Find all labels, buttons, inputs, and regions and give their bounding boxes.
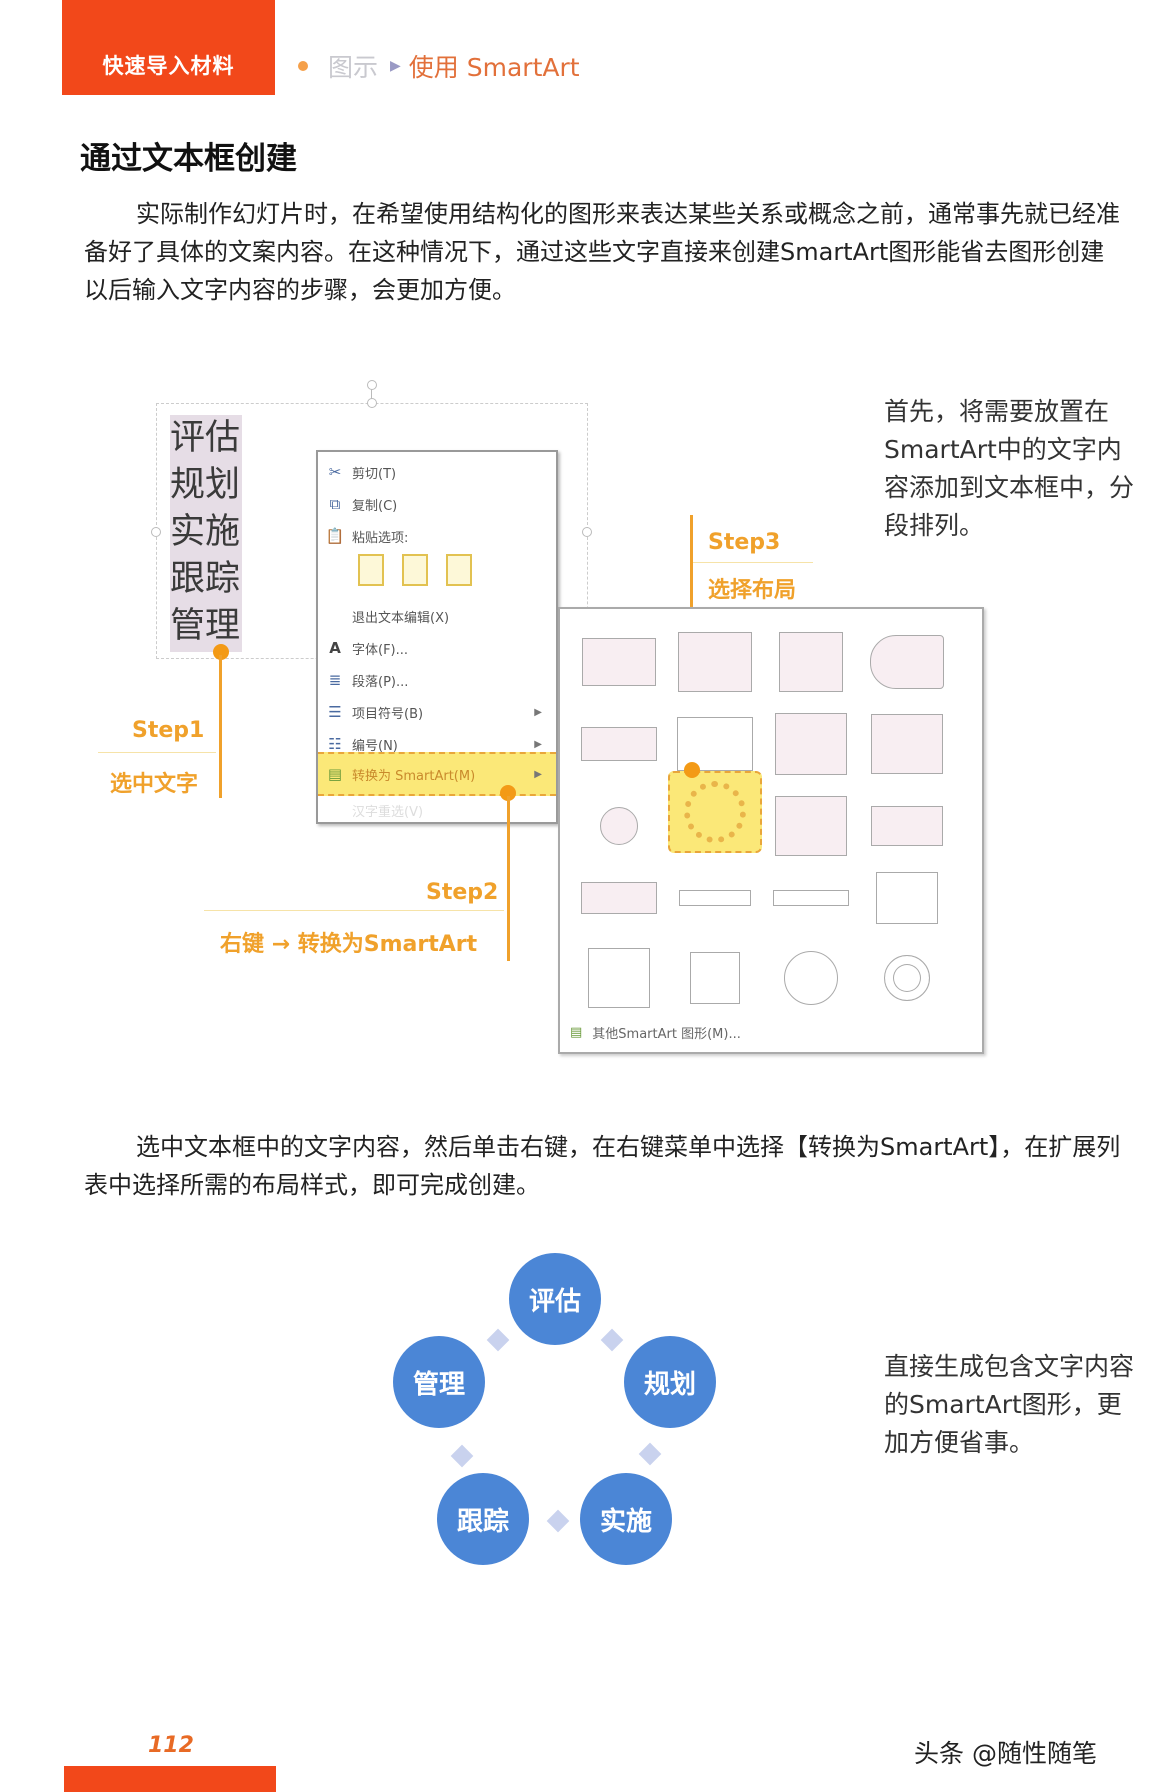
scissors-icon: ✂ — [328, 463, 342, 481]
layout-option[interactable] — [862, 859, 952, 937]
menu-item-hanzi-reselect[interactable]: 汉字重选(V) — [352, 804, 424, 820]
breadcrumb-parent: 图示 — [328, 53, 379, 82]
step2-title: Step2 — [426, 880, 499, 905]
more-smartart-link[interactable]: ▤ 其他SmartArt 图形(M)... — [570, 1025, 741, 1042]
step1-marker — [213, 644, 229, 660]
menu-item-numbering[interactable]: ☷ 编号(N) ▶ — [318, 728, 556, 760]
layout-option[interactable] — [766, 787, 856, 865]
step3-title: Step3 — [708, 530, 781, 555]
step3-desc: 选择布局 — [708, 578, 797, 603]
step3-marker — [684, 762, 700, 778]
middle-paragraph: 选中文本框中的文字内容，然后单击右键，在右键菜单中选择【转换为SmartArt】… — [84, 1133, 1121, 1199]
step1-line — [219, 655, 222, 798]
section-label: 快速导入材料 — [102, 54, 235, 78]
watermark: 头条 @随性随笔 — [914, 1739, 1097, 1768]
step2-divider — [204, 910, 504, 911]
paragraph-icon: ≣ — [328, 671, 342, 689]
cycle-node: 跟踪 — [437, 1473, 529, 1565]
cycle-node: 评估 — [509, 1253, 601, 1345]
text-line: 规划 — [170, 465, 241, 505]
step2-desc: 右键 → 转换为SmartArt — [220, 932, 478, 957]
layout-option[interactable] — [862, 939, 952, 1017]
triangle-right-icon: ▶ — [390, 58, 401, 74]
submenu-arrow-icon: ▶ — [534, 738, 542, 750]
rotate-stem — [371, 389, 372, 399]
layout-option-basic-cycle-selected[interactable] — [668, 771, 762, 853]
breadcrumb-current: 使用 SmartArt — [408, 53, 580, 82]
context-menu: ✂ 剪切(T) ⧉ 复制(C) 📋 粘贴选项: 退出文本编辑(X) A 字体(F… — [316, 450, 558, 824]
cycle-arrow-icon — [450, 1444, 474, 1468]
paste-keep-text-icon[interactable] — [358, 554, 384, 586]
rotate-handle[interactable] — [367, 380, 377, 390]
step1-title: Step1 — [132, 718, 205, 743]
page-number: 112 — [148, 1733, 194, 1758]
cycle-arrow-icon — [600, 1328, 624, 1352]
cycle-arrow-icon — [486, 1328, 510, 1352]
resize-handle[interactable] — [151, 527, 161, 537]
copy-icon: ⧉ — [329, 495, 341, 513]
menu-item-paste-options: 📋 粘贴选项: — [318, 520, 556, 552]
layout-option[interactable] — [766, 939, 856, 1017]
menu-item-convert-smartart[interactable]: ▤ 转换为 SmartArt(M) ▶ — [318, 752, 556, 796]
numbering-icon: ☷ — [328, 735, 342, 753]
resize-handle[interactable] — [582, 527, 592, 537]
menu-item-bullets[interactable]: ☰ 项目符号(B) ▶ — [318, 696, 556, 728]
paste-keep-format-icon[interactable] — [402, 554, 428, 586]
step2-marker — [500, 785, 516, 801]
note-top: 首先，将需要放置在SmartArt中的文字内容添加到文本框中，分段排列。 — [884, 397, 1135, 540]
intro-paragraph: 实际制作幻灯片时，在希望使用结构化的图形来表达某些关系或概念之前，通常事先就已经… — [84, 200, 1120, 304]
layout-option[interactable] — [766, 705, 856, 783]
footer-bar — [64, 1766, 276, 1792]
step1-desc: 选中文字 — [110, 772, 199, 797]
resize-handle[interactable] — [367, 398, 377, 408]
submenu-arrow-icon: ▶ — [534, 706, 542, 718]
menu-item-font[interactable]: A 字体(F)... — [318, 632, 556, 664]
cycle-arrow-icon — [546, 1509, 570, 1533]
selected-text[interactable]: 评估 规划 实施 跟踪 管理 — [170, 415, 242, 652]
submenu-arrow-icon: ▶ — [534, 768, 542, 780]
step3-divider — [693, 562, 813, 563]
layout-option[interactable] — [574, 787, 664, 865]
layout-option[interactable] — [670, 939, 760, 1017]
cycle-node: 规划 — [624, 1336, 716, 1428]
layout-option[interactable] — [862, 787, 952, 865]
text-line: 跟踪 — [170, 559, 241, 599]
step2-line — [507, 796, 510, 961]
smartart-icon: ▤ — [327, 765, 343, 783]
layout-option[interactable] — [574, 939, 664, 1017]
paste-icon: 📋 — [325, 527, 345, 545]
cycle-node: 实施 — [580, 1473, 672, 1565]
bullets-icon: ☰ — [328, 703, 342, 721]
step1-divider — [98, 752, 216, 753]
paste-picture-icon[interactable] — [446, 554, 472, 586]
bullet-dot-icon — [298, 61, 308, 71]
layout-option[interactable] — [862, 705, 952, 783]
cycle-node: 管理 — [393, 1336, 485, 1428]
layout-option[interactable] — [670, 859, 760, 937]
menu-item-copy[interactable]: ⧉ 复制(C) — [318, 488, 556, 520]
section-title: 通过文本框创建 — [80, 141, 297, 177]
text-line: 实施 — [170, 512, 241, 552]
text-line: 管理 — [170, 606, 241, 646]
layout-option[interactable] — [862, 623, 952, 701]
breadcrumb: 图示 ▶ 使用 SmartArt — [298, 48, 580, 84]
cycle-arrow-icon — [638, 1442, 662, 1466]
layout-option[interactable] — [670, 705, 760, 783]
text-line: 评估 — [170, 418, 241, 458]
layout-option[interactable] — [574, 705, 664, 783]
paste-options-row — [358, 554, 472, 586]
smartart-layout-gallery: ▤ 其他SmartArt 图形(M)... — [558, 607, 984, 1054]
layout-option[interactable] — [766, 623, 856, 701]
layout-option[interactable] — [574, 623, 664, 701]
menu-item-paragraph[interactable]: ≣ 段落(P)... — [318, 664, 556, 696]
layout-option[interactable] — [670, 623, 760, 701]
menu-item-cut[interactable]: ✂ 剪切(T) — [318, 456, 556, 488]
layout-option[interactable] — [766, 859, 856, 937]
smartart-icon: ▤ — [570, 1025, 583, 1040]
font-icon: A — [329, 639, 341, 657]
menu-item-exit-edit[interactable]: 退出文本编辑(X) — [352, 610, 450, 626]
note-bottom: 直接生成包含文字内容的SmartArt图形，更加方便省事。 — [884, 1352, 1135, 1457]
layout-option[interactable] — [574, 859, 664, 937]
section-header-box: 快速导入材料 — [62, 0, 275, 95]
